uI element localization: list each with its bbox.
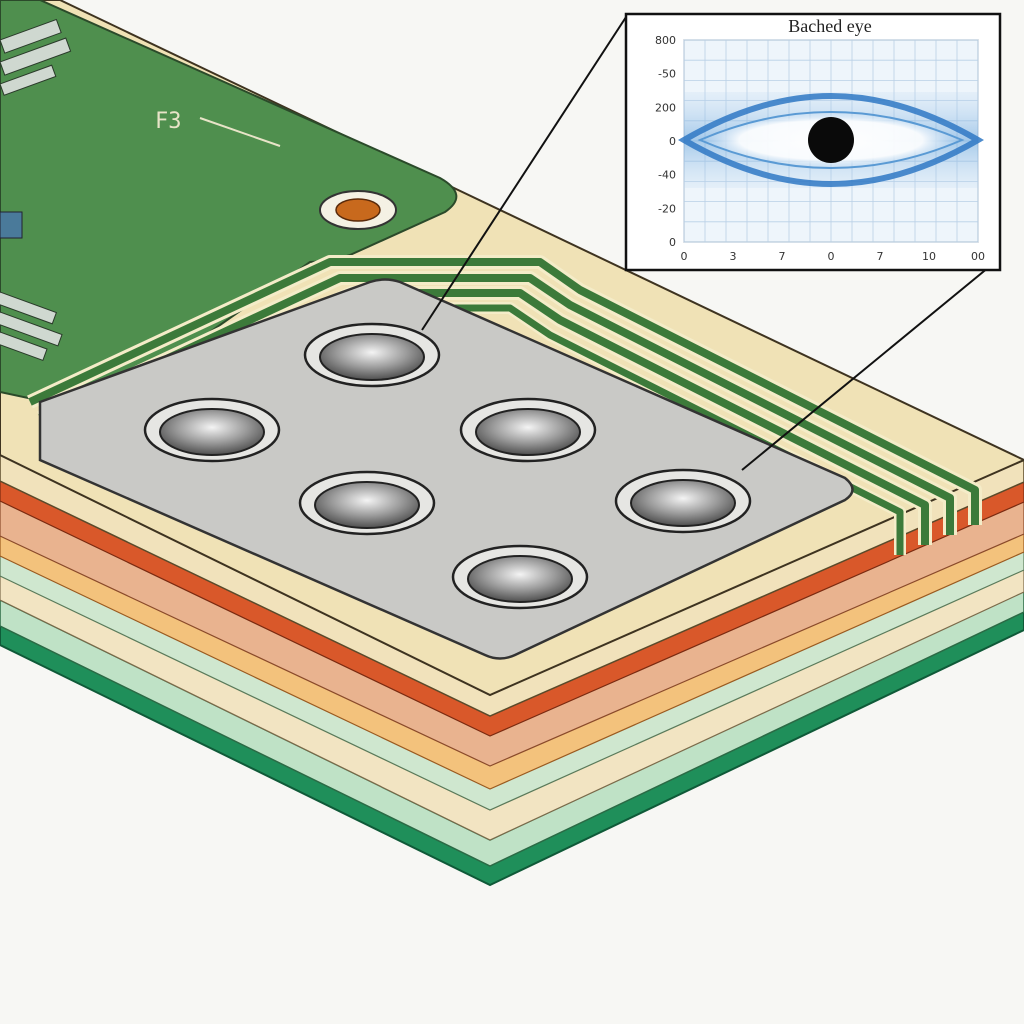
via-hole <box>459 397 597 463</box>
via-hole <box>614 468 752 534</box>
eye-trace-outer <box>678 92 984 188</box>
connector-pins-top <box>0 18 72 96</box>
x-tick-label: 0 <box>681 250 688 263</box>
x-tick-label: 3 <box>730 250 737 263</box>
x-tick-label: 0 <box>828 250 835 263</box>
chip-component <box>0 211 23 239</box>
pad-area <box>38 278 854 660</box>
silkscreen-label: F3 <box>155 109 182 134</box>
y-tick-label: 200 <box>655 101 676 114</box>
callout-line-upper <box>421 13 629 331</box>
x-axis-ticks: 0 3 7 0 7 10 00 <box>681 250 986 263</box>
via-array <box>143 322 752 610</box>
x-tick-label: 7 <box>877 250 884 263</box>
y-tick-label: -20 <box>658 202 676 215</box>
via-pad <box>319 190 397 230</box>
y-tick-label: 0 <box>669 236 676 249</box>
x-tick-label: 00 <box>971 250 985 263</box>
y-tick-label: 0 <box>669 135 676 148</box>
via-hole <box>143 397 281 463</box>
layer-bottom-green <box>0 608 1024 887</box>
via-hole <box>303 322 441 388</box>
silkscreen-line <box>199 117 281 147</box>
y-tick-label: -50 <box>658 68 676 81</box>
y-tick-label: -40 <box>658 169 676 182</box>
via-hole <box>298 470 436 536</box>
connector-pins-mid <box>0 291 63 362</box>
y-tick-label: 800 <box>655 34 676 47</box>
eye-diagram-inset: Bached eye 800 -50 200 0 -40 -20 0 0 3 7 0 7 10 00 <box>624 12 1002 272</box>
y-axis-ticks: 800 -50 200 0 -40 -20 0 <box>655 34 676 249</box>
callout-line-lower <box>741 257 1001 471</box>
via-hole <box>451 544 589 610</box>
eye-pattern <box>678 92 984 188</box>
eye-center-dot <box>808 117 854 163</box>
x-tick-label: 7 <box>779 250 786 263</box>
x-tick-label: 10 <box>922 250 936 263</box>
eye-diagram-title: Bached eye <box>788 16 871 36</box>
